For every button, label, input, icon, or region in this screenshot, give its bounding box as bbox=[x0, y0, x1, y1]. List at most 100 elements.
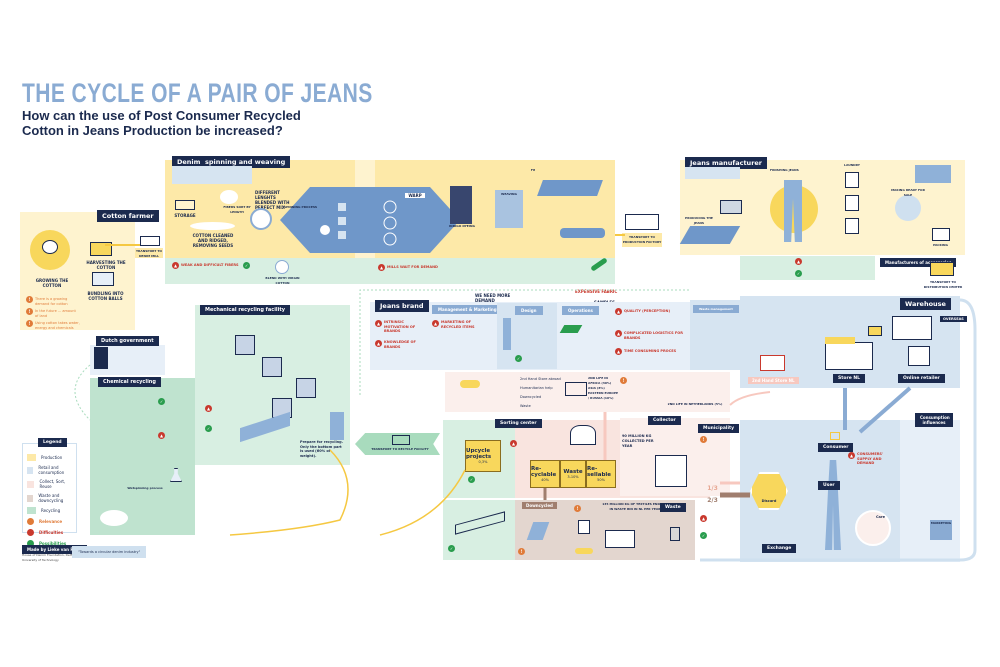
storage-icon bbox=[175, 200, 195, 210]
page-title: THE CYCLE OF A PAIR OF JEANS bbox=[22, 78, 373, 108]
possibility-icon: ✓ bbox=[700, 532, 707, 539]
fibers-icon bbox=[220, 190, 238, 204]
yarn-box bbox=[338, 231, 346, 239]
transport-denim-mill-label: TRANSPORT TO DENIM MILL bbox=[136, 249, 162, 258]
step-storage: STORAGE bbox=[174, 213, 196, 218]
collector-title: Collector bbox=[648, 416, 681, 425]
discard-label: Discard bbox=[761, 499, 777, 503]
second-life-netherlands: 2ND LIFE IN NETHERLANDS (5%) bbox=[667, 402, 723, 406]
flow-line-resell bbox=[729, 391, 771, 406]
harvester-icon bbox=[90, 242, 112, 256]
fabric-roll-icon bbox=[537, 180, 603, 196]
legend-swatch bbox=[27, 507, 36, 514]
relevance-icon bbox=[27, 518, 34, 525]
yarn-box bbox=[338, 217, 346, 225]
online-retailer-icon bbox=[908, 346, 930, 366]
yarn-box bbox=[338, 203, 346, 211]
legend-item: Production bbox=[27, 454, 72, 461]
blend-spool-icon bbox=[275, 260, 289, 274]
manufacturer-recycling-strip bbox=[740, 256, 875, 280]
forklift-icon bbox=[868, 326, 882, 336]
chemical-recycling-title: Chemical recycling bbox=[98, 377, 161, 387]
legend-label: Waste and downcycling bbox=[38, 493, 64, 503]
demand-note: We need more demand bbox=[475, 293, 511, 303]
relevance-icon: ! bbox=[26, 296, 33, 303]
step-growing: GROWING THE COTTON bbox=[35, 278, 69, 288]
step-sort-length: FIBERS SORT BY LENGTH bbox=[223, 205, 251, 214]
washing-machine-icon bbox=[845, 172, 859, 188]
thesis-label: "Towards a circular denim industry" bbox=[72, 546, 147, 558]
warp-spool bbox=[383, 200, 397, 214]
sorting-worker-icon bbox=[570, 425, 596, 445]
mannequin-jeans-icon bbox=[503, 318, 511, 350]
step-producing: PRODUCING THE JEANS bbox=[685, 216, 713, 225]
dept-waste-management: Waste management bbox=[693, 305, 739, 313]
exchange-title: Exchange bbox=[762, 544, 797, 553]
downcycled-title: Downcycled bbox=[522, 502, 557, 509]
indigo-dyeing-icon bbox=[450, 186, 472, 224]
truck-icon bbox=[625, 214, 659, 230]
warehouse-icon bbox=[892, 316, 932, 340]
yarn-bobbin bbox=[320, 225, 330, 235]
legend-swatch bbox=[27, 466, 34, 474]
possibility-icon: ✓ bbox=[448, 545, 455, 552]
note-water: Using cotton takes water, energy and che… bbox=[35, 321, 80, 330]
step-warp: WARP bbox=[405, 193, 425, 198]
legend-label: Relevance bbox=[39, 519, 63, 524]
weaving-grid bbox=[495, 190, 523, 228]
issue-marketing: MARKETING OF RECYCLED ITEMS bbox=[441, 320, 475, 329]
waste-title: Waste bbox=[660, 503, 686, 512]
note-land: In the future ... amount of land bbox=[35, 309, 76, 318]
note-demand: There is a growing demand for cotton bbox=[35, 297, 68, 306]
difficulty-icon: ▲ bbox=[205, 405, 212, 412]
cellulose-pulp-icon bbox=[100, 510, 128, 526]
step-finishing-jeans: FINISHING JEANS bbox=[770, 168, 799, 172]
sorting-center-title: Sorting center bbox=[495, 419, 542, 428]
government-logo-icon bbox=[94, 347, 108, 369]
shredder-machine bbox=[296, 378, 316, 398]
store-nl-title: Store NL bbox=[833, 374, 865, 383]
issue-logistics: COMPLICATED LOGISTICS FOR BRANDS bbox=[624, 331, 683, 340]
difficulty-icon: ▲ bbox=[375, 320, 382, 327]
washing-machine-icon bbox=[845, 218, 859, 234]
cotton-farmer-title: Cotton farmer bbox=[97, 210, 159, 222]
municipality-title: Municipality bbox=[698, 424, 740, 433]
step-ready-for-sale: MAKING READY FOR SALE bbox=[891, 188, 925, 197]
possibility-icon: ✓ bbox=[468, 476, 475, 483]
wetspinning-label: Wetspinning process bbox=[127, 486, 163, 490]
finishing-fabric-area bbox=[535, 160, 615, 258]
waste-pile-icon bbox=[575, 548, 593, 554]
legend-swatch bbox=[27, 480, 35, 488]
legend-icon-item: Difficulties bbox=[27, 529, 72, 536]
transport-recycle-label: TRANSPORT TO RECYCLE FACILITY bbox=[371, 447, 429, 451]
difficulty-icon: ▲ bbox=[615, 330, 622, 337]
route-humanitarian: Humanitarian help bbox=[520, 386, 553, 390]
export-truck-icon bbox=[565, 382, 587, 396]
store-building-icon bbox=[825, 342, 873, 370]
route-waste: Waste bbox=[520, 404, 531, 408]
shredder-machine bbox=[235, 335, 255, 355]
relevance-icon: ! bbox=[620, 377, 627, 384]
legend-label: Collect, Sort, Reuse bbox=[39, 479, 66, 489]
trash-bin-icon bbox=[670, 527, 680, 541]
cutting-fabric-icon bbox=[679, 226, 741, 244]
bin-waste: Waste 3-10% bbox=[560, 460, 586, 488]
page-subtitle: How can the use of Post Consumer Recycle… bbox=[22, 108, 301, 138]
route-second-hand-abroad: 2nd Hand Store abroad bbox=[520, 377, 561, 381]
transport-arrow bbox=[135, 248, 163, 258]
step-bundling: BUNDLING INTO COTTON BALLS bbox=[87, 291, 124, 301]
legend-title: Legend bbox=[38, 438, 67, 447]
possibility-icon bbox=[27, 540, 34, 547]
issue-weak-fibers: WEAK AND DIFFICULT FIBERS bbox=[181, 263, 239, 267]
chemical-recycling-section bbox=[90, 378, 195, 535]
collector-stat: 90 MILLION KG COLLECTED PER YEAR bbox=[622, 434, 654, 448]
relevance-icon: ! bbox=[574, 505, 581, 512]
step-weaving: WEAVING bbox=[501, 192, 517, 196]
legend-label: Recycling bbox=[41, 508, 61, 513]
legend-label: Production bbox=[41, 455, 63, 460]
issue-mills-wait: MILLS WAIT FOR DEMAND bbox=[387, 265, 438, 269]
bin-recyclable: Re-cyclable 40% bbox=[530, 460, 560, 488]
cotton-cleaning-icon bbox=[190, 222, 235, 230]
relevance-icon: ! bbox=[700, 436, 707, 443]
legend-label: Possibilities bbox=[39, 541, 67, 546]
